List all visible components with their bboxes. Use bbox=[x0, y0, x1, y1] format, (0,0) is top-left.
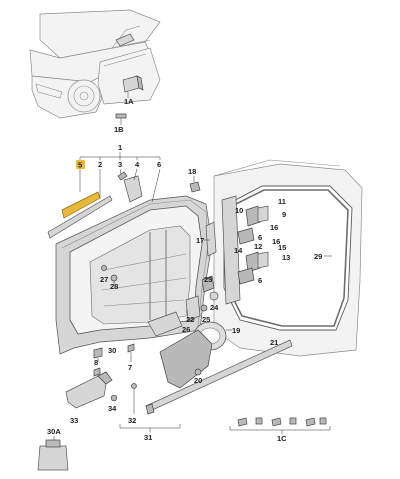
label-26: 26 bbox=[182, 325, 190, 334]
label-5-highlight bbox=[76, 160, 85, 169]
part-30-bolt bbox=[93, 347, 103, 362]
part-17-check-strap bbox=[205, 221, 217, 257]
label-24: 24 bbox=[210, 303, 219, 312]
label-13: 13 bbox=[282, 253, 290, 262]
group-1-bracket bbox=[79, 152, 161, 160]
label-7: 7 bbox=[128, 363, 132, 372]
label-22: 22 bbox=[186, 315, 194, 324]
label-14: 14 bbox=[234, 246, 243, 255]
label-1B: 1B bbox=[114, 125, 124, 134]
label-27: 27 bbox=[100, 275, 108, 284]
label-21: 21 bbox=[270, 338, 278, 347]
part-4-strip bbox=[123, 175, 143, 203]
label-16-upper: 16 bbox=[270, 223, 278, 232]
label-33: 33 bbox=[70, 416, 78, 425]
label-3: 3 bbox=[118, 160, 122, 169]
label-32: 32 bbox=[128, 416, 136, 425]
part-28-grommet bbox=[110, 274, 118, 282]
part-32-clip bbox=[131, 383, 137, 389]
label-1A: 1A bbox=[124, 97, 134, 106]
label-20: 20 bbox=[194, 376, 202, 385]
label-11: 11 bbox=[278, 197, 286, 206]
part-33-bracket bbox=[65, 371, 113, 409]
part-7-screw bbox=[127, 343, 135, 353]
lock-parts bbox=[185, 275, 219, 321]
part-18 bbox=[189, 181, 201, 193]
label-31: 31 bbox=[144, 433, 152, 442]
label-19: 19 bbox=[232, 326, 240, 335]
part-1A-rubber-block bbox=[122, 75, 144, 98]
group-1C-fasteners bbox=[229, 417, 331, 434]
part-27-clip bbox=[101, 265, 107, 271]
body-door-opening bbox=[213, 159, 363, 357]
part-34-bolt bbox=[110, 394, 118, 402]
label-16-lower: 16 bbox=[272, 237, 280, 246]
part-3-clip bbox=[117, 171, 128, 181]
part-inner-armrest bbox=[159, 329, 213, 389]
label-5: 5 bbox=[78, 161, 82, 170]
label-1: 1 bbox=[118, 143, 122, 152]
label-34: 34 bbox=[108, 404, 117, 413]
label-12: 12 bbox=[254, 242, 262, 251]
label-6-upper: 6 bbox=[258, 233, 262, 242]
part-20-fastener bbox=[194, 368, 202, 376]
label-6: 6 bbox=[157, 160, 161, 169]
label-23: 23 bbox=[204, 275, 212, 284]
label-25: 25 bbox=[202, 315, 210, 324]
part-30A-container bbox=[37, 436, 69, 471]
part-2-strip bbox=[47, 195, 113, 239]
part-8-screw bbox=[93, 367, 101, 377]
part-21-sill-strip bbox=[145, 339, 293, 415]
label-6-lower: 6 bbox=[258, 276, 262, 285]
label-2: 2 bbox=[98, 160, 102, 169]
label-15: 15 bbox=[278, 243, 286, 252]
part-1B-strip bbox=[115, 113, 127, 125]
car-overview-illustration bbox=[29, 9, 161, 119]
group-31-bracket bbox=[119, 424, 181, 432]
label-18: 18 bbox=[188, 167, 196, 176]
label-30: 30 bbox=[108, 346, 116, 355]
label-10: 10 bbox=[235, 206, 243, 215]
label-30A: 30A bbox=[47, 427, 61, 436]
label-8: 8 bbox=[94, 358, 98, 367]
part-26-handle bbox=[147, 311, 183, 337]
label-4: 4 bbox=[135, 160, 140, 169]
label-17: 17 bbox=[196, 236, 204, 245]
label-9: 9 bbox=[282, 210, 286, 219]
label-29: 29 bbox=[314, 252, 322, 261]
label-1C: 1C bbox=[277, 434, 287, 443]
label-28: 28 bbox=[110, 282, 118, 291]
